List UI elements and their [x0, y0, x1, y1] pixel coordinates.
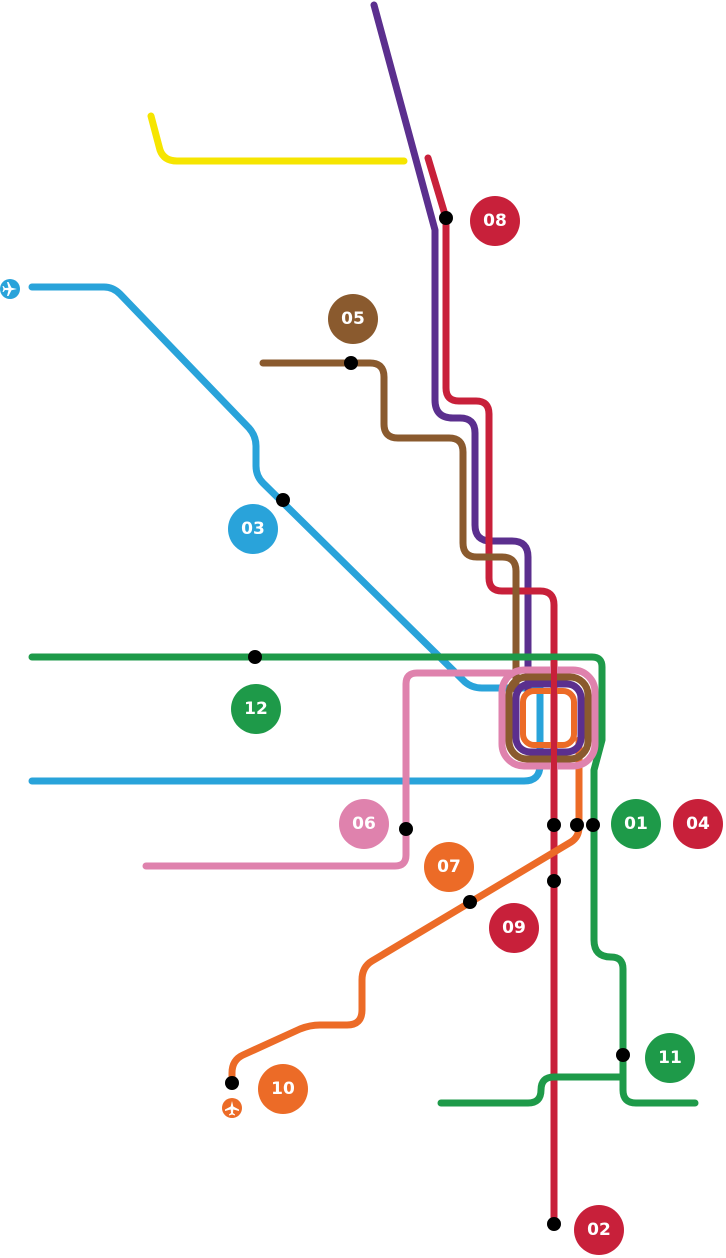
stop-06: [399, 822, 413, 836]
svg-text:09: 09: [502, 918, 526, 938]
stop-orange: [570, 818, 584, 832]
svg-text:05: 05: [341, 309, 365, 329]
badge-06: 06: [339, 799, 389, 849]
stop-02: [547, 1217, 561, 1231]
pink-line: [142, 669, 514, 870]
stop-05: [344, 356, 358, 370]
badge-05: 05: [328, 294, 378, 344]
stop-08: [439, 211, 453, 225]
brown-line: [259, 359, 520, 694]
badge-03: 03: [228, 504, 278, 554]
stop-red-a: [547, 818, 561, 832]
svg-text:08: 08: [483, 211, 507, 231]
badge-09: 09: [489, 903, 539, 953]
badge-02: 02: [574, 1205, 624, 1255]
svg-text:04: 04: [686, 814, 710, 834]
stop-10: [225, 1076, 239, 1090]
svg-text:12: 12: [244, 699, 268, 719]
red-line-north: [424, 154, 558, 1228]
orange-line: [228, 736, 583, 1087]
stop-03: [276, 493, 290, 507]
svg-text:03: 03: [241, 519, 265, 539]
badge-08: 08: [470, 196, 520, 246]
badge-07: 07: [424, 842, 474, 892]
badge-11: 11: [645, 1033, 695, 1083]
yellow-line: [147, 112, 408, 165]
stop-11: [616, 1048, 630, 1062]
airplane-icon: [222, 1098, 242, 1118]
badge-12: 12: [231, 684, 281, 734]
blue-line-northwest: [28, 283, 544, 744]
stop-09: [547, 874, 561, 888]
badge-04: 04: [673, 799, 723, 849]
purple-line: [370, 1, 532, 694]
svg-text:07: 07: [437, 857, 461, 877]
blue-line-west: [28, 736, 544, 785]
loop-ring-orange: [520, 688, 577, 748]
badge-10: 10: [258, 1064, 308, 1114]
badge-01: 01: [611, 799, 661, 849]
svg-text:01: 01: [624, 814, 648, 834]
svg-text:11: 11: [658, 1048, 682, 1068]
airplane-icon: [0, 279, 20, 299]
loop-ring-brown: [505, 673, 592, 763]
loop-ring-pink: [498, 666, 599, 770]
stop-07: [463, 895, 477, 909]
svg-text:06: 06: [352, 814, 376, 834]
green-line: [28, 653, 699, 1107]
stop-12: [248, 650, 262, 664]
loop-ring-purple: [512, 680, 585, 756]
svg-text:10: 10: [271, 1079, 295, 1099]
svg-text:02: 02: [587, 1220, 611, 1240]
green-line-south: [437, 1073, 627, 1107]
stop-green: [586, 818, 600, 832]
